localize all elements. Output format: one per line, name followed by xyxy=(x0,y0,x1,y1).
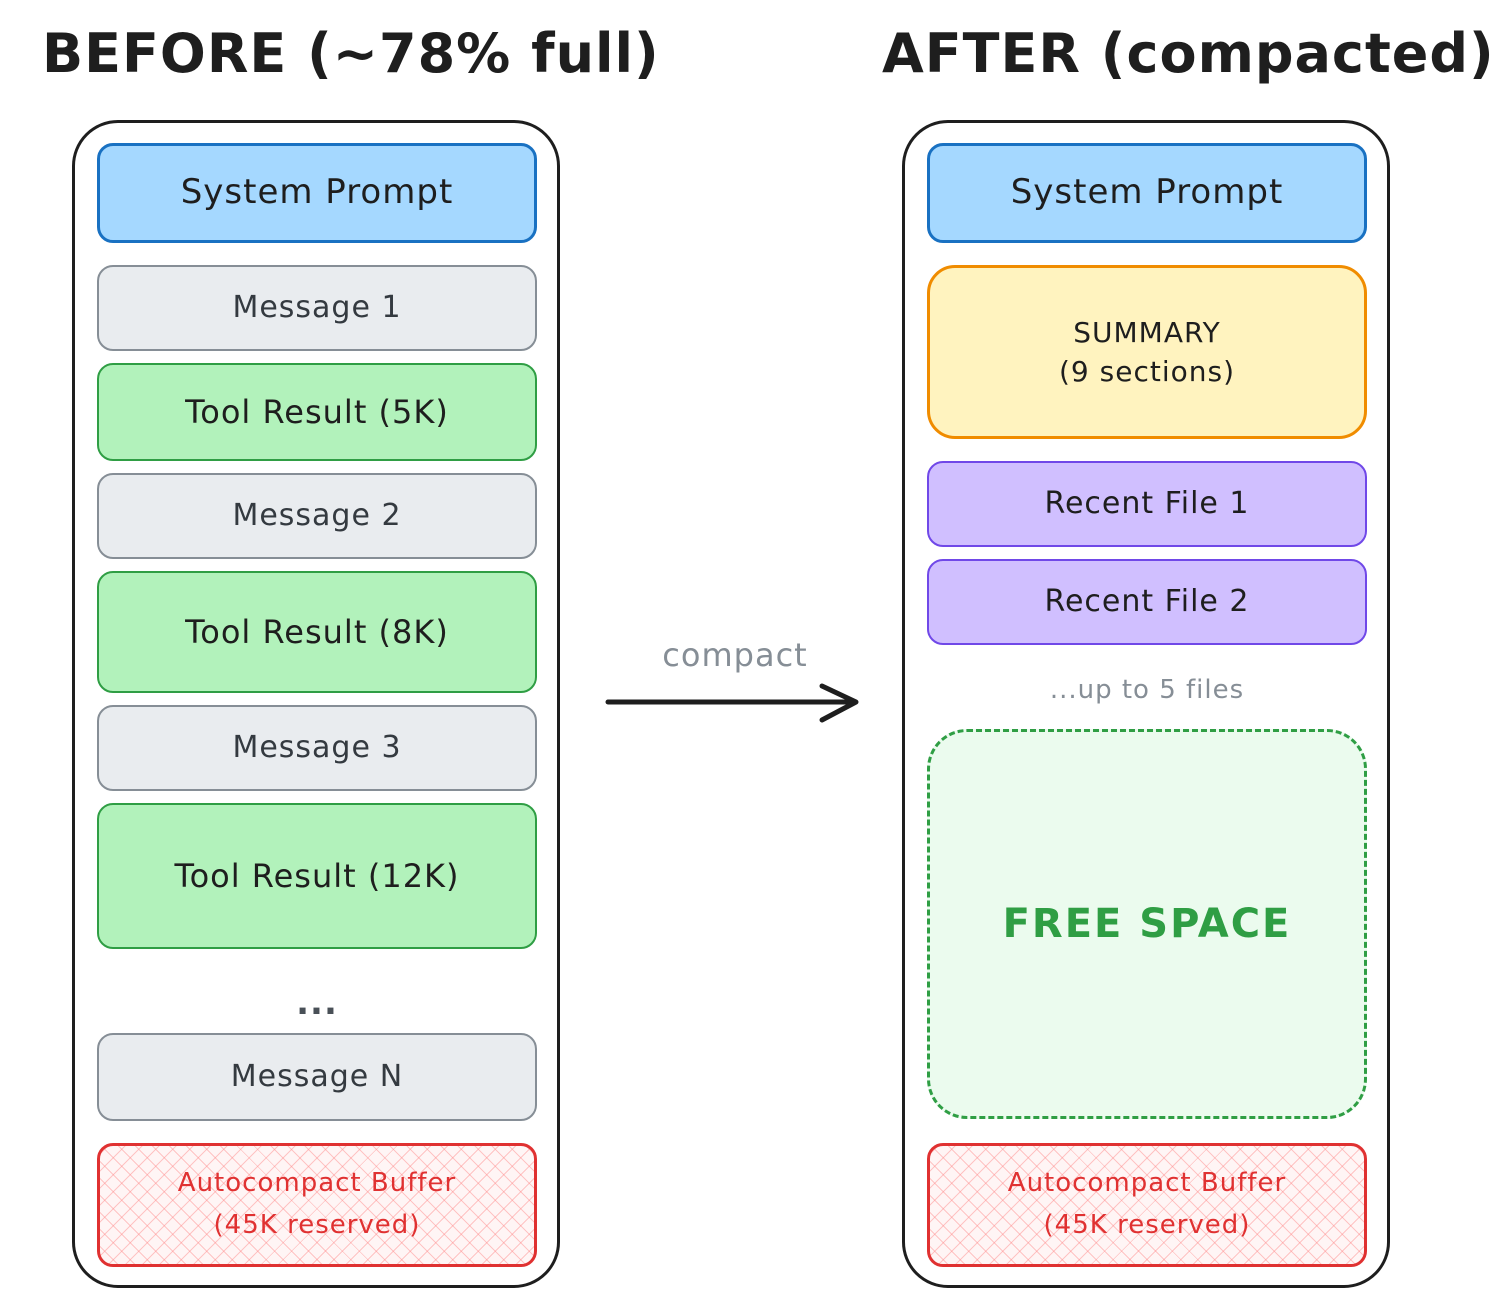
before-buffer-reserved-label: (45K reserved) xyxy=(213,1210,421,1240)
after-recent-file-1-label: Recent File 1 xyxy=(1044,486,1250,521)
before-message-2-label: Message 2 xyxy=(232,498,402,533)
before-context-window: System Prompt Message 1 Tool Result (5K)… xyxy=(72,120,560,1288)
before-message-n-block: Message N xyxy=(97,1033,537,1121)
before-tool-result-8k-block: Tool Result (8K) xyxy=(97,571,537,693)
before-tool-result-12k-label: Tool Result (12K) xyxy=(174,856,460,895)
after-system-prompt-label: System Prompt xyxy=(1010,172,1284,213)
before-tool-result-8k-label: Tool Result (8K) xyxy=(185,612,449,651)
before-message-3-block: Message 3 xyxy=(97,705,537,791)
after-free-space-block: FREE SPACE xyxy=(927,729,1367,1119)
after-summary-sections-label: (9 sections) xyxy=(1059,355,1235,388)
before-title: BEFORE (~78% full) xyxy=(42,22,660,85)
before-tool-result-12k-block: Tool Result (12K) xyxy=(97,803,537,949)
compact-arrow-label: compact xyxy=(662,636,808,674)
after-recent-file-1-block: Recent File 1 xyxy=(927,461,1367,547)
before-tool-result-5k-label: Tool Result (5K) xyxy=(185,392,449,431)
before-message-n-label: Message N xyxy=(230,1059,404,1094)
before-tool-result-5k-block: Tool Result (5K) xyxy=(97,363,537,461)
after-summary-block: SUMMARY (9 sections) xyxy=(927,265,1367,439)
after-free-space-label: FREE SPACE xyxy=(1002,901,1292,947)
before-message-3-label: Message 3 xyxy=(232,730,402,765)
after-context-window: System Prompt SUMMARY (9 sections) Recen… xyxy=(902,120,1390,1288)
before-message-1-block: Message 1 xyxy=(97,265,537,351)
compact-arrow-icon xyxy=(605,683,859,723)
after-buffer-reserved-label: (45K reserved) xyxy=(1043,1210,1251,1240)
after-buffer-label: Autocompact Buffer xyxy=(1007,1168,1287,1199)
after-files-note: ...up to 5 files xyxy=(1049,675,1245,705)
after-summary-label: SUMMARY xyxy=(1073,315,1221,349)
after-recent-file-2-block: Recent File 2 xyxy=(927,559,1367,645)
before-ellipsis: ... xyxy=(296,983,338,1023)
before-message-2-block: Message 2 xyxy=(97,473,537,559)
after-title: AFTER (compacted) xyxy=(882,22,1495,85)
before-autocompact-buffer-block: Autocompact Buffer (45K reserved) xyxy=(97,1143,537,1267)
after-recent-file-2-label: Recent File 2 xyxy=(1044,584,1250,619)
before-system-prompt-label: System Prompt xyxy=(180,172,454,213)
before-system-prompt-block: System Prompt xyxy=(97,143,537,243)
after-autocompact-buffer-block: Autocompact Buffer (45K reserved) xyxy=(927,1143,1367,1267)
before-message-1-label: Message 1 xyxy=(232,290,402,325)
after-system-prompt-block: System Prompt xyxy=(927,143,1367,243)
before-buffer-label: Autocompact Buffer xyxy=(177,1168,457,1199)
